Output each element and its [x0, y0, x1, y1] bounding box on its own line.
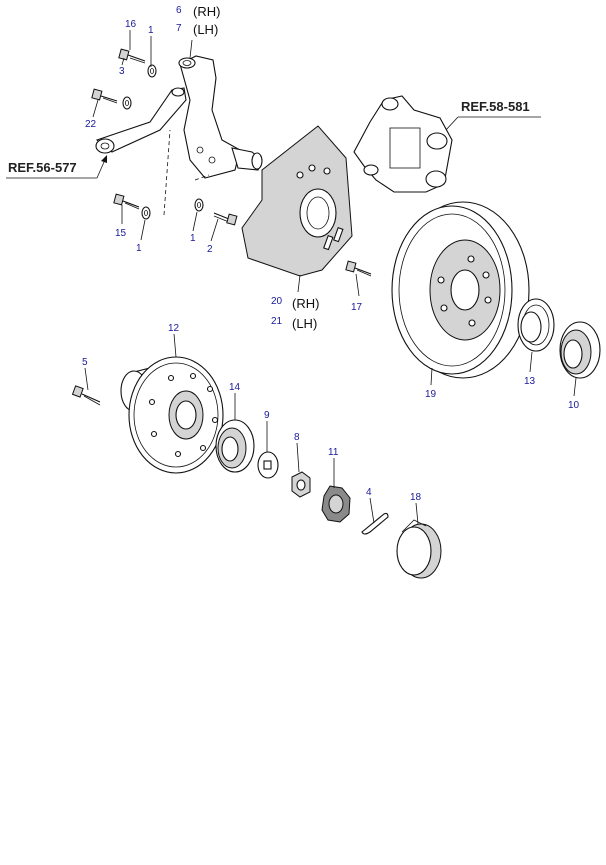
- callout-9: 9: [264, 410, 270, 421]
- brake-caliper: [353, 95, 453, 193]
- bearing-10: [559, 321, 601, 379]
- wheel-hub: [120, 356, 224, 474]
- callout-1: 1: [190, 233, 196, 244]
- callout-10: 10: [568, 400, 580, 411]
- callout-21: 21: [271, 316, 283, 327]
- callout-18: 18: [410, 492, 422, 503]
- ref-label-knuckle-arm: REF.56-577: [6, 155, 107, 179]
- callout-4: 4: [366, 487, 372, 498]
- lock-cap-11: [321, 485, 351, 523]
- callout-11: 11: [328, 447, 339, 458]
- callout-7: 7: [176, 23, 182, 34]
- callout-13: 13: [524, 376, 536, 387]
- callout-15: 15: [115, 228, 127, 239]
- washer-1-top: [147, 64, 157, 78]
- callout-17: 17: [351, 302, 363, 313]
- dust-shield: [241, 125, 353, 277]
- callout-1: 1: [136, 243, 142, 254]
- callout-2: 2: [207, 244, 213, 255]
- bolt-2: [213, 212, 238, 226]
- bolt-22: [91, 88, 118, 104]
- callout-19: 19: [425, 389, 437, 400]
- bearing-13: [517, 298, 555, 352]
- callout-16: 16: [125, 19, 137, 30]
- bolt-15: [113, 193, 140, 210]
- brake-disc: [391, 201, 530, 379]
- cotter-pin-4: [361, 512, 389, 535]
- ref-caliper-text: REF.58-581: [461, 99, 530, 114]
- side-label-lh-bottom: (LH): [292, 316, 317, 331]
- ref-label-caliper: REF.58-581: [440, 99, 541, 137]
- callout-6: 6: [176, 5, 182, 16]
- callout-14: 14: [229, 382, 241, 393]
- bearing-14: [215, 419, 255, 473]
- arrow-icon: [101, 155, 107, 163]
- bolt-16: [118, 48, 146, 64]
- washer-3: [122, 96, 132, 110]
- callout-12: 12: [168, 323, 180, 334]
- side-labels: (RH) (LH) (RH) (LH): [193, 4, 319, 331]
- bolt-5: [71, 385, 101, 406]
- steering-knuckle: [95, 55, 263, 179]
- ref-knuckle-arm-text: REF.56-577: [8, 160, 77, 175]
- leader-lines: [84, 30, 577, 525]
- side-label-lh-top: (LH): [193, 22, 218, 37]
- washer-9: [257, 451, 279, 479]
- callout-3: 3: [119, 66, 125, 77]
- callout-1: 1: [148, 25, 154, 36]
- hub-cap-18: [396, 519, 442, 579]
- bolt-17: [345, 260, 372, 277]
- side-label-rh-top: (RH): [193, 4, 220, 19]
- callout-22: 22: [85, 119, 97, 130]
- callout-20: 20: [271, 296, 283, 307]
- washer-1-left: [141, 206, 151, 220]
- washer-1-center: [194, 198, 204, 212]
- callout-numbers: 16 1 3 22 15 1 1 2 6 7 20 21 17 19 13 10…: [82, 5, 580, 503]
- callout-5: 5: [82, 357, 88, 368]
- side-label-rh-bottom: (RH): [292, 296, 319, 311]
- callout-8: 8: [294, 432, 300, 443]
- nut-8: [291, 471, 311, 498]
